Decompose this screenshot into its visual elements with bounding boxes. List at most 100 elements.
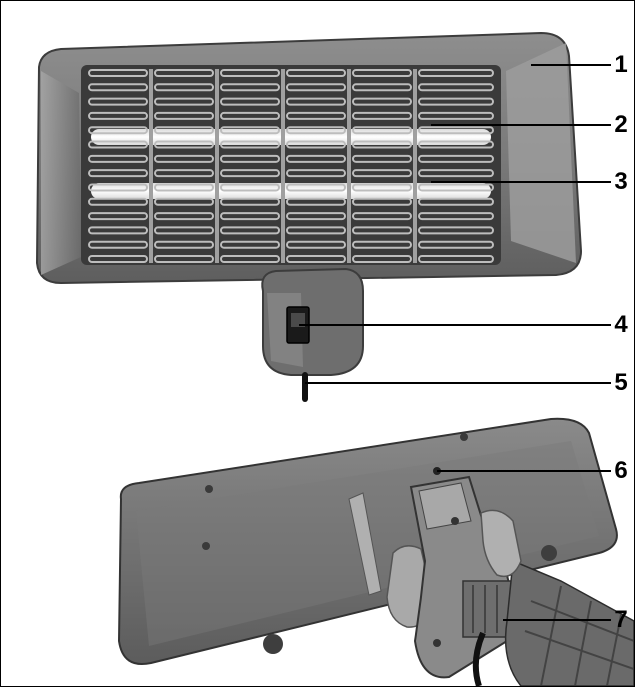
grille-slat	[286, 255, 346, 263]
grille-slat	[286, 111, 346, 120]
grille-slat	[352, 169, 412, 178]
grille-slat	[154, 97, 214, 106]
grille-slat	[352, 69, 412, 77]
callout-1: 1	[614, 51, 628, 78]
grille-slat	[418, 140, 494, 149]
grille-slat	[352, 240, 412, 249]
callout-4: 4	[614, 311, 628, 338]
grille-slat	[286, 197, 346, 206]
grille-slat	[88, 197, 148, 206]
grille-slat	[88, 255, 148, 263]
grille-slat	[220, 169, 280, 178]
grille-slat	[352, 111, 412, 120]
grille-slat	[220, 111, 280, 120]
grille-slat	[286, 126, 346, 135]
heater-front-view	[35, 31, 583, 285]
grille-slat	[220, 197, 280, 206]
grille-slat	[220, 154, 280, 163]
grille-slat	[220, 212, 280, 221]
callout-7: 7	[614, 606, 628, 633]
grille-slat	[220, 226, 280, 235]
grille-slat	[352, 140, 412, 149]
grille-slat	[418, 226, 494, 235]
grille-slat	[220, 97, 280, 106]
mounting-bracket	[261, 267, 364, 376]
grille-slat	[418, 240, 494, 249]
grille-slat	[286, 140, 346, 149]
grille-slat	[418, 111, 494, 120]
grille-slat	[286, 97, 346, 106]
grille-slat	[418, 83, 494, 92]
grille-slat	[352, 183, 412, 192]
grille-slat	[88, 183, 148, 192]
grille-slat	[286, 183, 346, 192]
grille-slat	[220, 69, 280, 77]
grille-slat	[88, 212, 148, 221]
grille-slat	[154, 169, 214, 178]
grille-slat	[352, 226, 412, 235]
grille-slat	[220, 126, 280, 135]
grille-slat	[286, 169, 346, 178]
grille-slat	[154, 226, 214, 235]
grille-slat	[154, 111, 214, 120]
grille-slat	[154, 240, 214, 249]
grille-slat	[154, 69, 214, 77]
power-switch	[286, 306, 310, 344]
housing-left-bevel	[41, 71, 81, 275]
grille-slat	[286, 154, 346, 163]
callout-3: 3	[614, 168, 628, 195]
grille-slat	[220, 255, 280, 263]
grille-slat	[286, 212, 346, 221]
grille-slat	[286, 226, 346, 235]
protective-grille	[88, 69, 494, 263]
grille-slat	[154, 83, 214, 92]
grille-slat	[352, 197, 412, 206]
grille-slat	[286, 83, 346, 92]
callout-6: 6	[614, 457, 628, 484]
grille-slat	[352, 97, 412, 106]
plaid-sleeve	[504, 559, 634, 686]
grille-slat	[418, 197, 494, 206]
grille-slat	[88, 111, 148, 120]
heater-back-view	[117, 417, 618, 665]
grille-slat	[352, 126, 412, 135]
grille-slat	[352, 83, 412, 92]
grille-slat	[418, 183, 494, 192]
grille-slat	[154, 140, 214, 149]
grille-slat	[88, 169, 148, 178]
grille-slat	[418, 255, 494, 263]
grille-slat	[418, 97, 494, 106]
grille-slat	[286, 240, 346, 249]
grille-slat	[154, 154, 214, 163]
grille-slat	[154, 197, 214, 206]
callout-2: 2	[614, 111, 628, 138]
hand-right	[480, 509, 522, 578]
lower-power-cord	[472, 631, 486, 686]
grille-slat	[88, 69, 148, 77]
grille-slat	[418, 212, 494, 221]
grille-slat	[154, 183, 214, 192]
grille-slat	[352, 154, 412, 163]
grille-slat	[418, 126, 494, 135]
grille-slat	[352, 255, 412, 263]
grille-slat	[88, 140, 148, 149]
grille-slat	[154, 126, 214, 135]
grille-cavity	[81, 65, 501, 265]
grille-slat	[418, 169, 494, 178]
grille-slat	[88, 97, 148, 106]
grille-slat	[88, 126, 148, 135]
leader-lines	[299, 64, 611, 621]
callout-5: 5	[614, 369, 628, 396]
grille-slat	[88, 154, 148, 163]
grille-slat	[220, 240, 280, 249]
grille-slat	[220, 83, 280, 92]
grille-slat	[220, 183, 280, 192]
grille-slat	[88, 226, 148, 235]
grille-slat	[154, 255, 214, 263]
housing-right-bevel	[506, 43, 576, 263]
grille-slat	[352, 212, 412, 221]
grille-slat	[418, 69, 494, 77]
grille-slat	[418, 154, 494, 163]
